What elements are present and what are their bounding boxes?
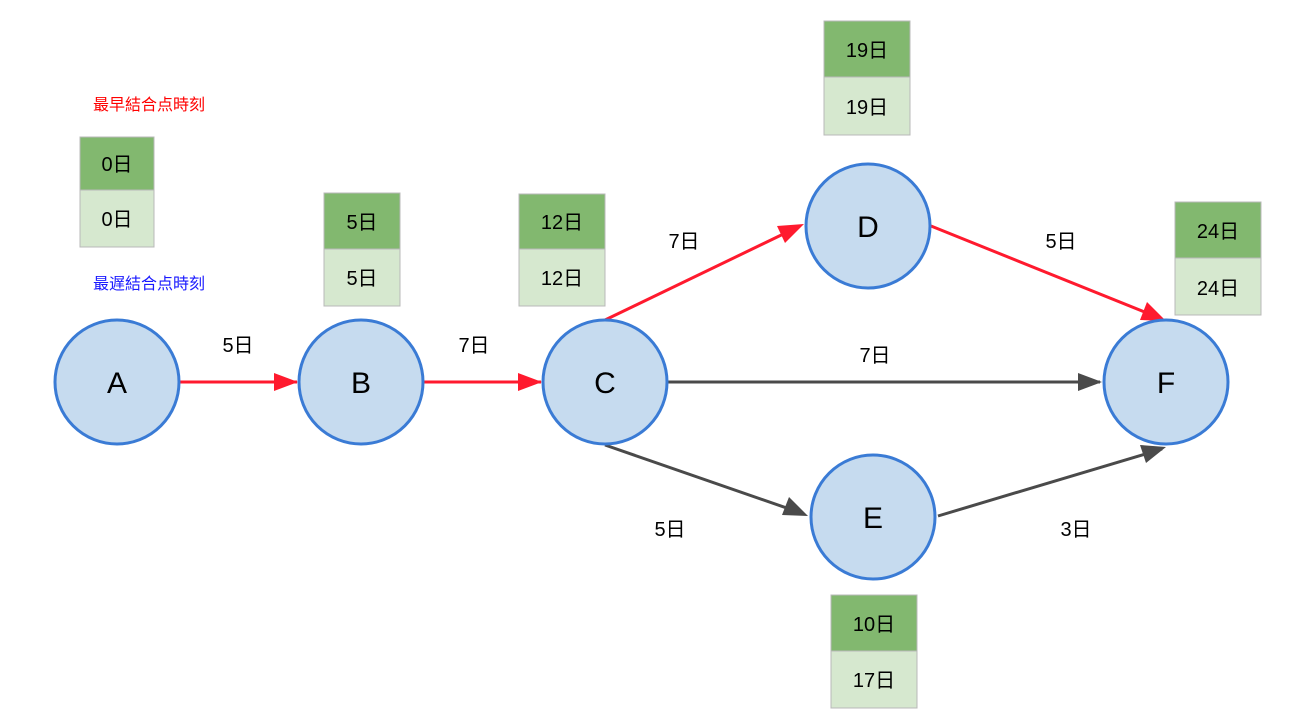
node-b-circle	[297, 318, 425, 446]
legend-earliest-box	[79, 136, 155, 191]
edge-label-c-d: 7日	[668, 231, 699, 253]
time-box-c-earliest-text: 12日	[541, 212, 583, 234]
time-box-c: 12日 12日	[518, 193, 606, 307]
time-box-e-earliest-text: 10日	[853, 614, 895, 636]
time-box-b-earliest	[323, 192, 401, 250]
time-box-f-latest-text: 24日	[1197, 278, 1239, 300]
node-e-label: E	[863, 502, 883, 535]
legend-latest-box	[79, 189, 155, 248]
legend-latest-value: 0日	[101, 209, 132, 231]
time-box-c-latest-text: 12日	[541, 268, 583, 290]
time-box-c-latest	[518, 248, 606, 307]
edge-c-e-arrowhead	[782, 497, 808, 516]
edge-label-e-f: 3日	[1060, 519, 1091, 541]
node-f: F	[1102, 318, 1230, 446]
edge-e-f-arrowhead	[1140, 445, 1166, 463]
time-box-b: 5日 5日	[323, 192, 401, 307]
legend-latest-label: 最遅結合点時刻	[93, 275, 205, 293]
edge-a-b-arrowhead	[274, 373, 298, 391]
node-b-label: B	[351, 367, 371, 400]
node-f-circle	[1102, 318, 1230, 446]
edge-c-d	[604, 224, 801, 322]
edge-c-e	[604, 443, 805, 516]
node-c-label: C	[594, 367, 616, 400]
time-box-d-latest	[823, 76, 911, 136]
time-box-e-earliest	[830, 594, 918, 652]
node-d-circle	[804, 162, 932, 290]
time-box-e: 10日 17日	[830, 594, 918, 709]
node-f-label: F	[1157, 367, 1175, 400]
edge-c-f-arrowhead	[1078, 373, 1102, 391]
edge-label-d-f: 5日	[1045, 231, 1076, 253]
edge-b-c-arrowhead	[518, 373, 542, 391]
node-a-label: A	[107, 367, 127, 400]
node-b: B	[297, 318, 425, 446]
node-c-circle	[541, 318, 669, 446]
edge-label-c-e: 5日	[654, 519, 685, 541]
edges: 5日 7日 7日 5日 7日 5日 3日	[180, 224, 1166, 541]
node-c: C	[541, 318, 669, 446]
edge-label-b-c: 7日	[458, 335, 489, 357]
time-box-f-latest	[1174, 257, 1262, 316]
legend-earliest-label: 最早結合点時刻	[93, 96, 205, 114]
time-box-e-latest	[830, 650, 918, 709]
legend-earliest-value: 0日	[101, 154, 132, 176]
time-boxes: 5日 5日 12日 12日 19日 19日 10日 17日 24日	[323, 20, 1262, 709]
edge-c-d-arrowhead	[777, 224, 804, 243]
node-a-circle	[53, 318, 181, 446]
edge-d-f-arrowhead	[1140, 302, 1166, 321]
time-box-f-earliest	[1174, 201, 1262, 259]
legend: 最早結合点時刻 0日 0日 最遅結合点時刻	[79, 96, 205, 293]
edge-e-f	[937, 447, 1163, 518]
time-box-f-earliest-text: 24日	[1197, 221, 1239, 243]
edge-label-a-b: 5日	[222, 335, 253, 357]
node-e-circle	[809, 453, 937, 581]
time-box-d-earliest-text: 19日	[846, 40, 888, 62]
time-box-b-earliest-text: 5日	[346, 212, 377, 234]
edge-label-c-f: 7日	[859, 345, 890, 367]
time-box-d-earliest	[823, 20, 911, 78]
time-box-c-earliest	[518, 193, 606, 250]
time-box-b-latest	[323, 248, 401, 307]
time-box-f: 24日 24日	[1174, 201, 1262, 316]
node-d-label: D	[857, 211, 879, 244]
time-box-d: 19日 19日	[823, 20, 911, 136]
node-a: A	[53, 318, 181, 446]
node-d: D	[804, 162, 932, 290]
time-box-b-latest-text: 5日	[346, 268, 377, 290]
time-box-e-latest-text: 17日	[853, 670, 895, 692]
edge-d-f	[930, 224, 1163, 321]
nodes: A B C D E F	[53, 162, 1230, 581]
node-e: E	[809, 453, 937, 581]
time-box-d-latest-text: 19日	[846, 97, 888, 119]
